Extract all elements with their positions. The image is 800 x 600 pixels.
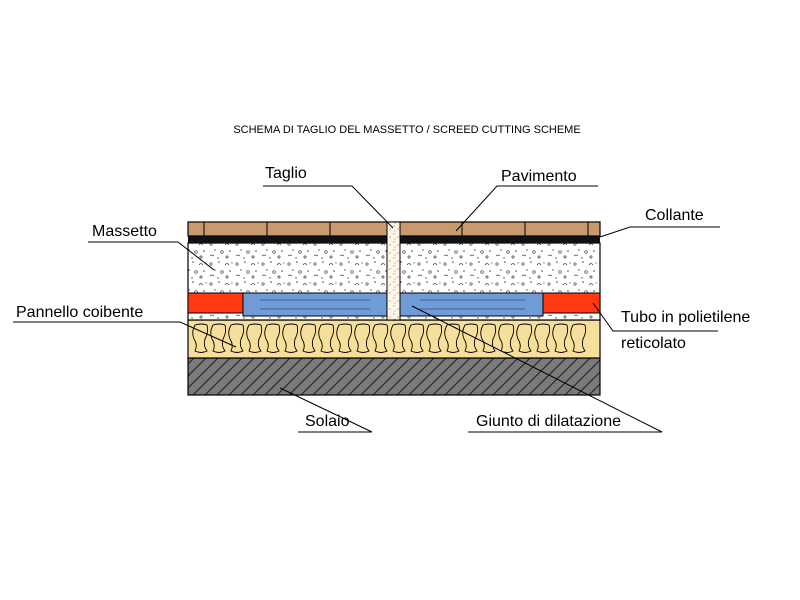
taglio-cut [386,221,401,321]
giunto-dilatazione-right [399,292,544,317]
label-pavimento: Pavimento [501,168,577,185]
diagram-title: SCHEMA DI TAGLIO DEL MASSETTO / SCREED C… [233,124,580,136]
tubo-pipe-left [187,292,244,314]
tubo-pipe-right [542,292,601,314]
solaio-layer [187,357,601,396]
label-collante: Collante [645,207,704,224]
insulation-profile [192,323,587,353]
label-tubo-line1: Tubo in polietilene [621,309,750,326]
label-tubo-line2: reticolato [621,335,686,352]
label-giunto-dilatazione: Giunto di dilatazione [476,413,621,430]
label-pannello-coibente: Pannello coibente [16,304,143,321]
leader-lines [13,185,720,433]
label-taglio: Taglio [265,165,307,182]
pannello-coibente-layer [187,319,601,359]
giunto-dilatazione-left [242,292,388,317]
label-solaio: Solaio [305,413,350,430]
label-massetto: Massetto [92,223,157,240]
